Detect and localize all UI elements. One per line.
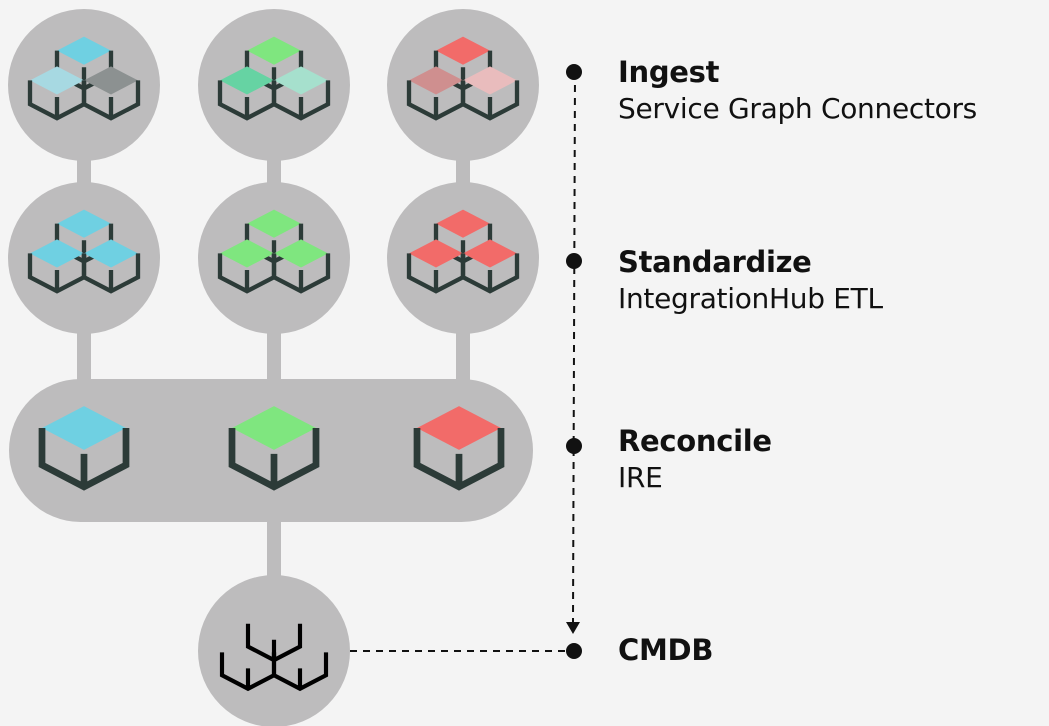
reconcile-cube-red — [413, 406, 505, 491]
cube-body — [228, 428, 320, 491]
timeline-dot-ingest — [566, 64, 582, 80]
cmdb-cubes — [219, 623, 329, 692]
cube-top-face — [247, 209, 301, 238]
cube-top-face — [30, 239, 84, 268]
cube-right — [81, 239, 141, 294]
cube-top-face — [417, 406, 501, 450]
cube-right — [81, 66, 141, 121]
timeline-dot-reconcile — [566, 438, 582, 454]
timeline-dot-standardize — [566, 253, 582, 269]
cube-body — [271, 253, 331, 294]
step-ingest-title: Ingest — [618, 55, 720, 89]
cube-top-face — [436, 209, 490, 238]
cube-right — [460, 66, 520, 121]
step-reconcile: Reconcile IRE — [618, 424, 772, 498]
ingest-cubes-green — [217, 36, 331, 121]
cube-top-face — [30, 66, 84, 95]
cube-body — [460, 80, 520, 121]
step-reconcile-title: Reconcile — [618, 424, 772, 458]
reconcile-cube-blue — [38, 406, 130, 491]
cube-body — [460, 253, 520, 294]
cube-top-face — [463, 239, 517, 268]
cube-right — [271, 66, 331, 121]
standardize-cubes-green — [217, 209, 331, 294]
cube-right — [460, 239, 520, 294]
cube-top-face — [247, 36, 301, 65]
timeline-dot-cmdb — [566, 643, 582, 659]
step-standardize: Standardize IntegrationHub ETL — [618, 245, 883, 319]
cube-top-face — [409, 239, 463, 268]
step-reconcile-subtitle: IRE — [618, 461, 663, 494]
connector-line-cmdb — [267, 515, 281, 595]
cube-top-face — [57, 36, 111, 65]
step-ingest: Ingest Service Graph Connectors — [618, 55, 977, 129]
cube-top-face — [220, 66, 274, 95]
diagram-cubes — [27, 36, 520, 692]
cube-right — [271, 652, 329, 692]
standardize-cubes-red — [406, 209, 520, 294]
cube-top-face — [232, 406, 316, 450]
cube-body — [271, 80, 331, 121]
cube-body — [81, 80, 141, 121]
cube-body — [81, 253, 141, 294]
cube-top-face — [57, 209, 111, 238]
step-cmdb-title: CMDB — [618, 633, 714, 667]
timeline — [350, 64, 582, 659]
cube-body — [413, 428, 505, 491]
timeline-arrowhead-icon — [566, 622, 580, 634]
reconcile-cube-green — [228, 406, 320, 491]
cube-top-face — [84, 66, 138, 95]
cube-top-face — [220, 239, 274, 268]
timeline-dashed-line — [572, 71, 576, 623]
cube-top-face — [42, 406, 126, 450]
cube-top-face — [436, 36, 490, 65]
step-standardize-title: Standardize — [618, 245, 812, 279]
cube-top-face — [409, 66, 463, 95]
cube-top-face — [463, 66, 517, 95]
cube-top-face — [274, 239, 328, 268]
cube-top-face — [84, 239, 138, 268]
reconcile-node — [9, 379, 533, 522]
step-standardize-subtitle: IntegrationHub ETL — [618, 282, 883, 315]
cube-top-face — [274, 66, 328, 95]
ingest-cubes-blue — [27, 36, 141, 121]
step-cmdb: CMDB — [618, 633, 713, 667]
cube-right — [271, 239, 331, 294]
ingest-cubes-red — [406, 36, 520, 121]
cube-body — [38, 428, 130, 491]
cube-body — [271, 652, 329, 692]
standardize-cubes-blue — [27, 209, 141, 294]
step-ingest-subtitle: Service Graph Connectors — [618, 92, 977, 125]
